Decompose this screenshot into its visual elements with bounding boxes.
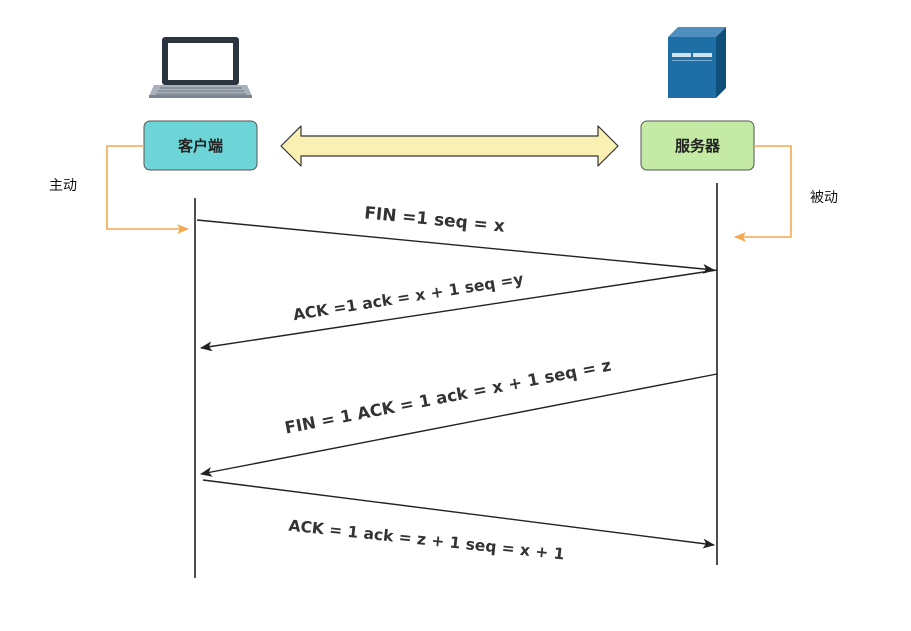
- message-2-arrow: [200, 269, 718, 352]
- connection-double-arrow: [280, 125, 619, 167]
- server-tower-icon: [668, 27, 726, 98]
- server-label: 服务器: [675, 137, 721, 155]
- laptop-icon: [149, 37, 252, 98]
- message-4-label: ACK = 1 ack = z + 1 seq = x + 1: [288, 517, 566, 564]
- message-1-label: FIN =1 seq = x: [363, 203, 505, 236]
- active-role-label: 主动: [49, 178, 77, 194]
- message-1-arrow: [196, 219, 715, 274]
- passive-role-label: 被动: [810, 190, 838, 206]
- client-box: 客户端: [143, 120, 258, 171]
- passive-role-arrow: [734, 145, 792, 242]
- message-3-label: FIN = 1 ACK = 1 ack = x + 1 seq = z: [283, 356, 613, 438]
- server-box: 服务器: [640, 120, 755, 171]
- message-3-arrow: [200, 373, 718, 477]
- active-role-arrow: [106, 145, 189, 234]
- client-label: 客户端: [177, 137, 223, 155]
- message-4-arrow: [202, 479, 715, 549]
